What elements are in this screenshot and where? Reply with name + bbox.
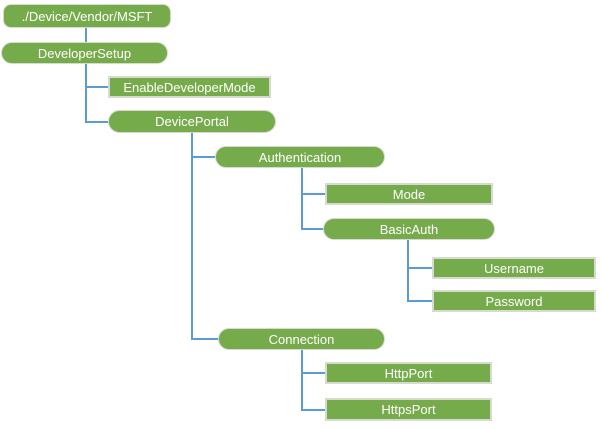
connector-authentication-to-basicauth [301,168,323,230]
tree-node-label-mode: Mode [392,186,426,202]
connector-basicauth-to-password [407,240,432,302]
tree-node-http-port: HttpPort [325,362,492,384]
connector-connection-to-httpport [301,350,325,374]
tree-node-label-username: Username [484,260,544,276]
tree-node-label-password: Password [485,293,543,309]
connector-developersetup-to-enabledevmode [85,64,108,88]
tree-node-root: ./Device/Vendor/MSFT [3,4,171,28]
tree-node-label-device-portal: DevicePortal [155,114,229,129]
tree-node-label-http-port: HttpPort [384,365,433,381]
tree-node-label-root: ./Device/Vendor/MSFT [21,8,153,24]
tree-node-mode: Mode [325,183,493,205]
tree-node-device-portal: DevicePortal [108,110,276,133]
tree-node-label-https-port: HttpsPort [381,402,436,417]
tree-node-label-basic-auth: BasicAuth [379,221,439,237]
tree-node-label-developer-setup: DeveloperSetup [37,45,132,61]
connector-deviceportal-to-connection [191,133,218,340]
tree-node-authentication: Authentication [215,146,385,168]
tree-node-username: Username [432,257,596,279]
connector-deviceportal-to-authentication [191,133,215,158]
connector-developersetup-to-deviceportal [85,64,108,123]
tree-node-https-port: HttpsPort [325,398,492,421]
tree-node-label-authentication: Authentication [258,149,342,165]
tree-node-enable-developer-mode: EnableDeveloperMode [108,76,271,98]
connector-connection-to-httpsport [301,350,325,411]
tree-node-label-enable-developer-mode: EnableDeveloperMode [123,79,256,95]
tree-node-label-connection: Connection [268,331,335,347]
tree-node-connection: Connection [218,328,385,350]
tree-node-developer-setup: DeveloperSetup [1,42,168,64]
connector-authentication-to-mode [301,168,325,195]
tree-node-basic-auth: BasicAuth [323,218,495,240]
connector-basicauth-to-username [407,240,432,269]
tree-node-password: Password [432,290,596,312]
